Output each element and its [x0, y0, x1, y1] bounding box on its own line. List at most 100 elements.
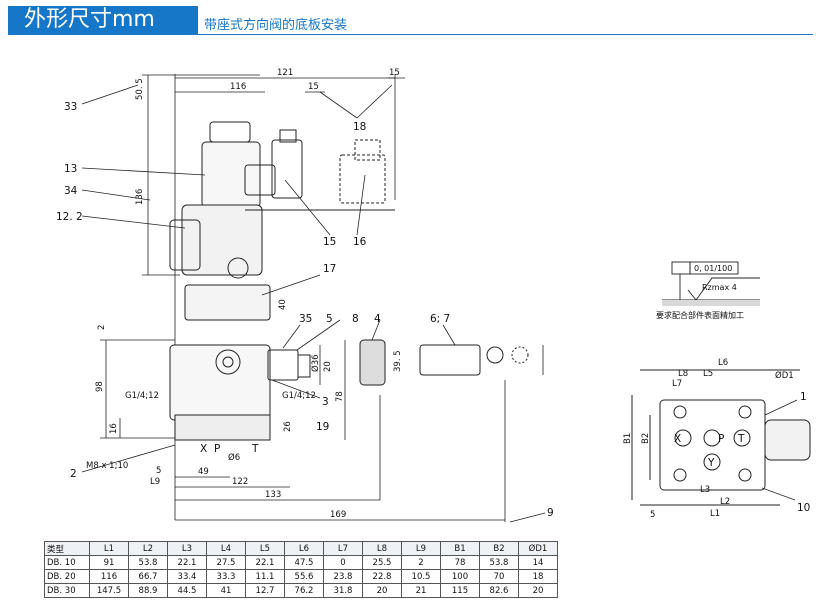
- dimension-table: 类型 L1 L2 L3 L4 L5 L6 L7 L8 L9 B1 B2 ØD1 …: [44, 541, 558, 598]
- table-cell: 70: [479, 569, 519, 584]
- callout-13: 13: [64, 163, 77, 175]
- table-row: DB. 20 116 66.7 33.4 33.3 11.1 55.6 23.8…: [44, 569, 558, 584]
- callout-5: 5: [326, 313, 333, 325]
- table-cell: 10.5: [401, 569, 441, 584]
- dim-15-b: 15: [389, 68, 400, 78]
- table-cell: 91: [89, 555, 129, 570]
- table-cell: 88.9: [128, 583, 168, 598]
- dim-r-l8: L8: [678, 369, 688, 379]
- table-cell: 33.3: [206, 569, 246, 584]
- table-cell: 25.5: [362, 555, 402, 570]
- table-row: DB. 30 147.5 88.9 44.5 41 12.7 76.2 31.8…: [44, 583, 558, 598]
- table-cell: 44.5: [167, 583, 207, 598]
- dim-d36: Ø36: [310, 354, 321, 372]
- callout-2: 2: [70, 468, 77, 480]
- table-cell: 53.8: [128, 555, 168, 570]
- dim-121: 121: [277, 68, 293, 78]
- dim-r-l7: L7: [672, 379, 682, 389]
- table-cell: 22.8: [362, 569, 402, 584]
- dim-49: 49: [198, 467, 209, 477]
- table-cell: 0: [323, 555, 363, 570]
- thread-g14-left: G1/4;12: [125, 391, 159, 401]
- table-header: 类型: [44, 541, 90, 556]
- table-cell: 147.5: [89, 583, 129, 598]
- solenoid-valve: [169, 121, 395, 279]
- callout-8: 8: [352, 313, 359, 325]
- dim-r-5: 5: [650, 510, 655, 520]
- table-cell: 14: [518, 555, 558, 570]
- table-header: L4: [206, 541, 246, 556]
- table-cell: DB. 20: [44, 569, 90, 584]
- callout-18: 18: [353, 121, 366, 133]
- dim-98: 98: [95, 381, 105, 392]
- dim-16: 16: [109, 423, 119, 434]
- callout-3: 3: [322, 396, 329, 408]
- roughness-value: Rzmax 4: [702, 283, 737, 292]
- port-r-y: Y: [707, 457, 715, 469]
- callout-1: 1: [800, 391, 807, 403]
- table-cell: 78: [440, 555, 480, 570]
- dim-r-d1: ØD1: [775, 370, 794, 381]
- dim-d6: Ø6: [228, 452, 240, 463]
- callout-34: 34: [64, 185, 78, 197]
- dim-r-b2: B2: [641, 433, 651, 444]
- table-cell: 115: [440, 583, 480, 598]
- table-cell: 33.4: [167, 569, 207, 584]
- port-x: X: [200, 443, 207, 455]
- table-header: ØD1: [518, 541, 558, 556]
- table-cell: 47.5: [284, 555, 324, 570]
- page-subtitle: 带座式方向阀的底板安装: [204, 18, 348, 33]
- thread-g14-right: G1/4;12: [282, 391, 316, 401]
- dim-l9: L9: [150, 477, 160, 487]
- page-title: 外形尺寸mm: [8, 6, 198, 34]
- table-header: L3: [167, 541, 207, 556]
- callout-6-7: 6; 7: [430, 313, 450, 325]
- table-cell: 100: [440, 569, 480, 584]
- table-header: L9: [401, 541, 441, 556]
- callout-33: 33: [64, 101, 77, 113]
- callout-15: 15: [323, 236, 336, 248]
- table-cell: 18: [518, 569, 558, 584]
- dim-78: 78: [335, 391, 345, 402]
- table-cell: 66.7: [128, 569, 168, 584]
- surface-note: 要求配合部件表面精加工: [656, 310, 744, 320]
- dim-15-a: 15: [308, 82, 319, 92]
- port-r-t: T: [737, 433, 745, 445]
- table-cell: 82.6: [479, 583, 519, 598]
- dim-20: 20: [323, 361, 333, 372]
- table-cell: 116: [89, 569, 129, 584]
- table-cell: 20: [518, 583, 558, 598]
- table-cell: DB. 10: [44, 555, 90, 570]
- table-header: L8: [362, 541, 402, 556]
- subplate-diagram: [631, 369, 811, 506]
- table-cell: 76.2: [284, 583, 324, 598]
- callout-19: 19: [316, 421, 329, 433]
- dim-40: 40: [278, 299, 288, 310]
- dim-r-l2: L2: [720, 497, 730, 507]
- table-cell: 55.6: [284, 569, 324, 584]
- table-cell: 31.8: [323, 583, 363, 598]
- table-cell: 41: [206, 583, 246, 598]
- title-rule: [8, 34, 813, 35]
- table-cell: 53.8: [479, 555, 519, 570]
- dim-2: 2: [97, 325, 107, 330]
- table-header: B1: [440, 541, 480, 556]
- table-cell: 22.1: [245, 555, 285, 570]
- valve-body: [169, 339, 529, 441]
- dim-r-l3: L3: [700, 485, 710, 495]
- callout-35: 35: [299, 313, 312, 325]
- table-cell: 27.5: [206, 555, 246, 570]
- dim-39-5: 39. 5: [393, 350, 403, 372]
- dim-r-l5: L5: [703, 369, 713, 379]
- thread-m8: M8 x 1;10: [86, 461, 128, 471]
- table-cell: 12.7: [245, 583, 285, 598]
- table-header: L1: [89, 541, 129, 556]
- callout-16: 16: [353, 236, 367, 248]
- port-r-p: P: [718, 433, 724, 445]
- table-cell: 11.1: [245, 569, 285, 584]
- dim-r-l6: L6: [718, 358, 728, 368]
- table-header: L2: [128, 541, 168, 556]
- dim-5: 5: [156, 466, 161, 476]
- table-cell: 21: [401, 583, 441, 598]
- table-cell: 22.1: [167, 555, 207, 570]
